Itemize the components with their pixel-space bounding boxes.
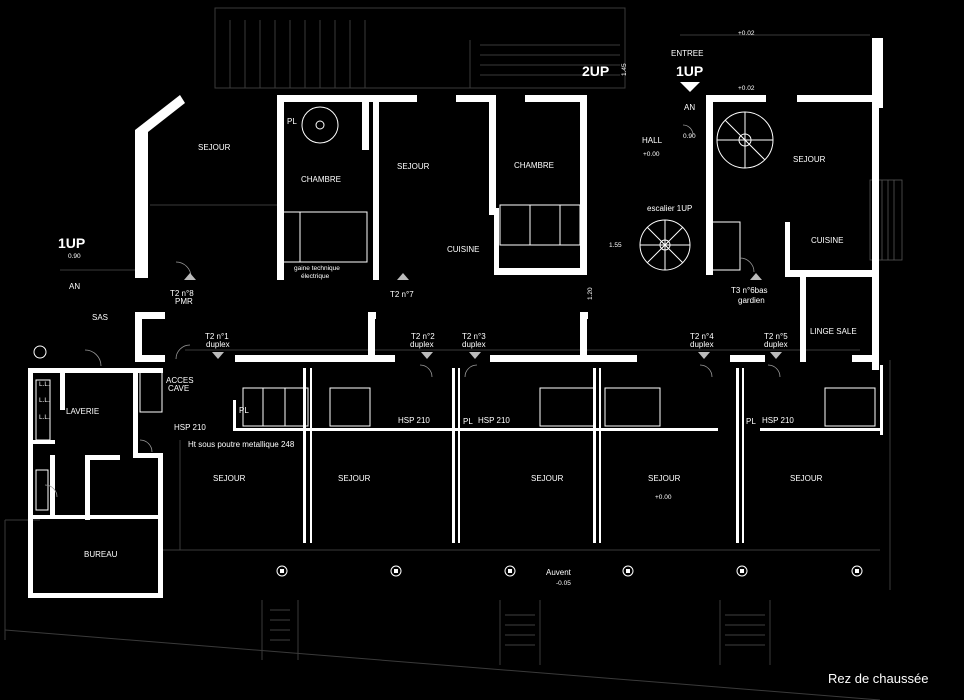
up1-top-label: 1UP <box>676 63 703 79</box>
door-triangle-icon <box>421 352 433 359</box>
room-sejour-2: SEJOUR <box>397 162 430 171</box>
level-top-1: +0.02 <box>738 30 755 37</box>
door-triangle-icon <box>750 273 762 280</box>
auvent-label: Auvent <box>546 568 572 577</box>
unit-t3-6: T3 n°6bas <box>731 286 768 295</box>
unit-gardien: gardien <box>738 296 765 305</box>
gaine-electrique: électrique <box>301 273 330 280</box>
room-cuisine-2: CUISINE <box>811 236 843 245</box>
hsp-label-3: HSP 210 <box>478 416 510 425</box>
door-triangle-icon <box>212 352 224 359</box>
room-sejour-b4: SEJOUR <box>648 474 681 483</box>
level-sejour: +0.00 <box>655 494 672 501</box>
room-bureau: BUREAU <box>84 550 118 559</box>
room-sejour-b3: SEJOUR <box>531 474 564 483</box>
walls <box>28 38 883 598</box>
level-155: 1.55 <box>609 242 622 249</box>
level-090-left: 0.90 <box>68 253 81 260</box>
room-sas: SAS <box>92 313 108 322</box>
level-hall: +0.00 <box>643 151 660 158</box>
unit-duplex-5: duplex <box>764 340 788 349</box>
unit-t2-3: T2 n°3 <box>462 332 486 341</box>
level-145: 1.45 <box>621 63 628 76</box>
unit-duplex-3: duplex <box>462 340 486 349</box>
unit-t2-5: T2 n°5 <box>764 332 788 341</box>
room-chambre-2: CHAMBRE <box>514 161 554 170</box>
hsp-label-2: HSP 210 <box>398 416 430 425</box>
room-pl-top: PL <box>287 117 297 126</box>
level-120: 1.20 <box>587 287 594 300</box>
level-top-2: +0.02 <box>738 85 755 92</box>
entry-markers <box>184 82 782 359</box>
room-labels: SEJOUR CHAMBRE PL SEJOUR CHAMBRE CUISINE… <box>39 103 857 577</box>
room-sejour-b5: SEJOUR <box>790 474 823 483</box>
room-escalier: escalier 1UP <box>647 204 692 213</box>
room-hall: HALL <box>642 136 663 145</box>
up1-left-label: 1UP <box>58 235 85 251</box>
up2-label: 2UP <box>582 63 609 79</box>
unit-duplex-4: duplex <box>690 340 714 349</box>
unit-t2-8: T2 n°8 <box>170 289 194 298</box>
level-auvent: -0.05 <box>556 580 571 587</box>
unit-duplex-1: duplex <box>206 340 230 349</box>
entry-triangle-icon <box>680 82 700 92</box>
ht-poutre-label: Ht sous poutre metallique 248 <box>188 440 295 449</box>
room-sejour-b1: SEJOUR <box>213 474 246 483</box>
fixtures <box>33 204 876 577</box>
entree-label: ENTREE <box>671 49 703 58</box>
gaine-technique: gaine technique <box>294 265 340 272</box>
pl-label-1: PL <box>239 406 249 415</box>
level-labels: ENTREE 2UP 1UP 1UP 1.45 0.90 0.90 +0.02 … <box>58 30 755 587</box>
plan-title: Rez de chaussée <box>828 671 928 686</box>
room-cave: CAVE <box>168 384 189 393</box>
room-an-left: AN <box>69 282 80 291</box>
pl-label-2: PL <box>463 417 473 426</box>
room-ll-3: L.L. <box>39 414 50 421</box>
pl-label-3: PL <box>746 417 756 426</box>
door-triangle-icon <box>698 352 710 359</box>
room-sejour-3: SEJOUR <box>793 155 826 164</box>
unit-t2-2: T2 n°2 <box>411 332 435 341</box>
hsp-label-4: HSP 210 <box>762 416 794 425</box>
room-sejour-b2: SEJOUR <box>338 474 371 483</box>
unit-duplex-2: duplex <box>410 340 434 349</box>
room-laverie: LAVERIE <box>66 407 99 416</box>
background-lines <box>4 7 903 700</box>
room-ll-2: L.L. <box>39 397 50 404</box>
room-chambre-1: CHAMBRE <box>301 175 341 184</box>
spiral-stairs <box>301 106 774 271</box>
door-triangle-icon <box>184 273 196 280</box>
door-triangle-icon <box>770 352 782 359</box>
unit-t2-4: T2 n°4 <box>690 332 714 341</box>
room-sejour-1: SEJOUR <box>198 143 231 152</box>
unit-pmr: PMR <box>175 297 193 306</box>
level-090-right: 0.90 <box>683 133 696 140</box>
room-ll-1: L.L. <box>39 381 50 388</box>
door-triangle-icon <box>469 352 481 359</box>
door-triangle-icon <box>397 273 409 280</box>
room-cuisine-1: CUISINE <box>447 245 479 254</box>
unit-t2-7: T2 n°7 <box>390 290 414 299</box>
doors <box>44 124 781 498</box>
hsp-label-1: HSP 210 <box>174 423 206 432</box>
room-linge-sale: LINGE SALE <box>810 327 857 336</box>
room-acces: ACCES <box>166 376 194 385</box>
unit-t2-1: T2 n°1 <box>205 332 229 341</box>
room-an-top: AN <box>684 103 695 112</box>
